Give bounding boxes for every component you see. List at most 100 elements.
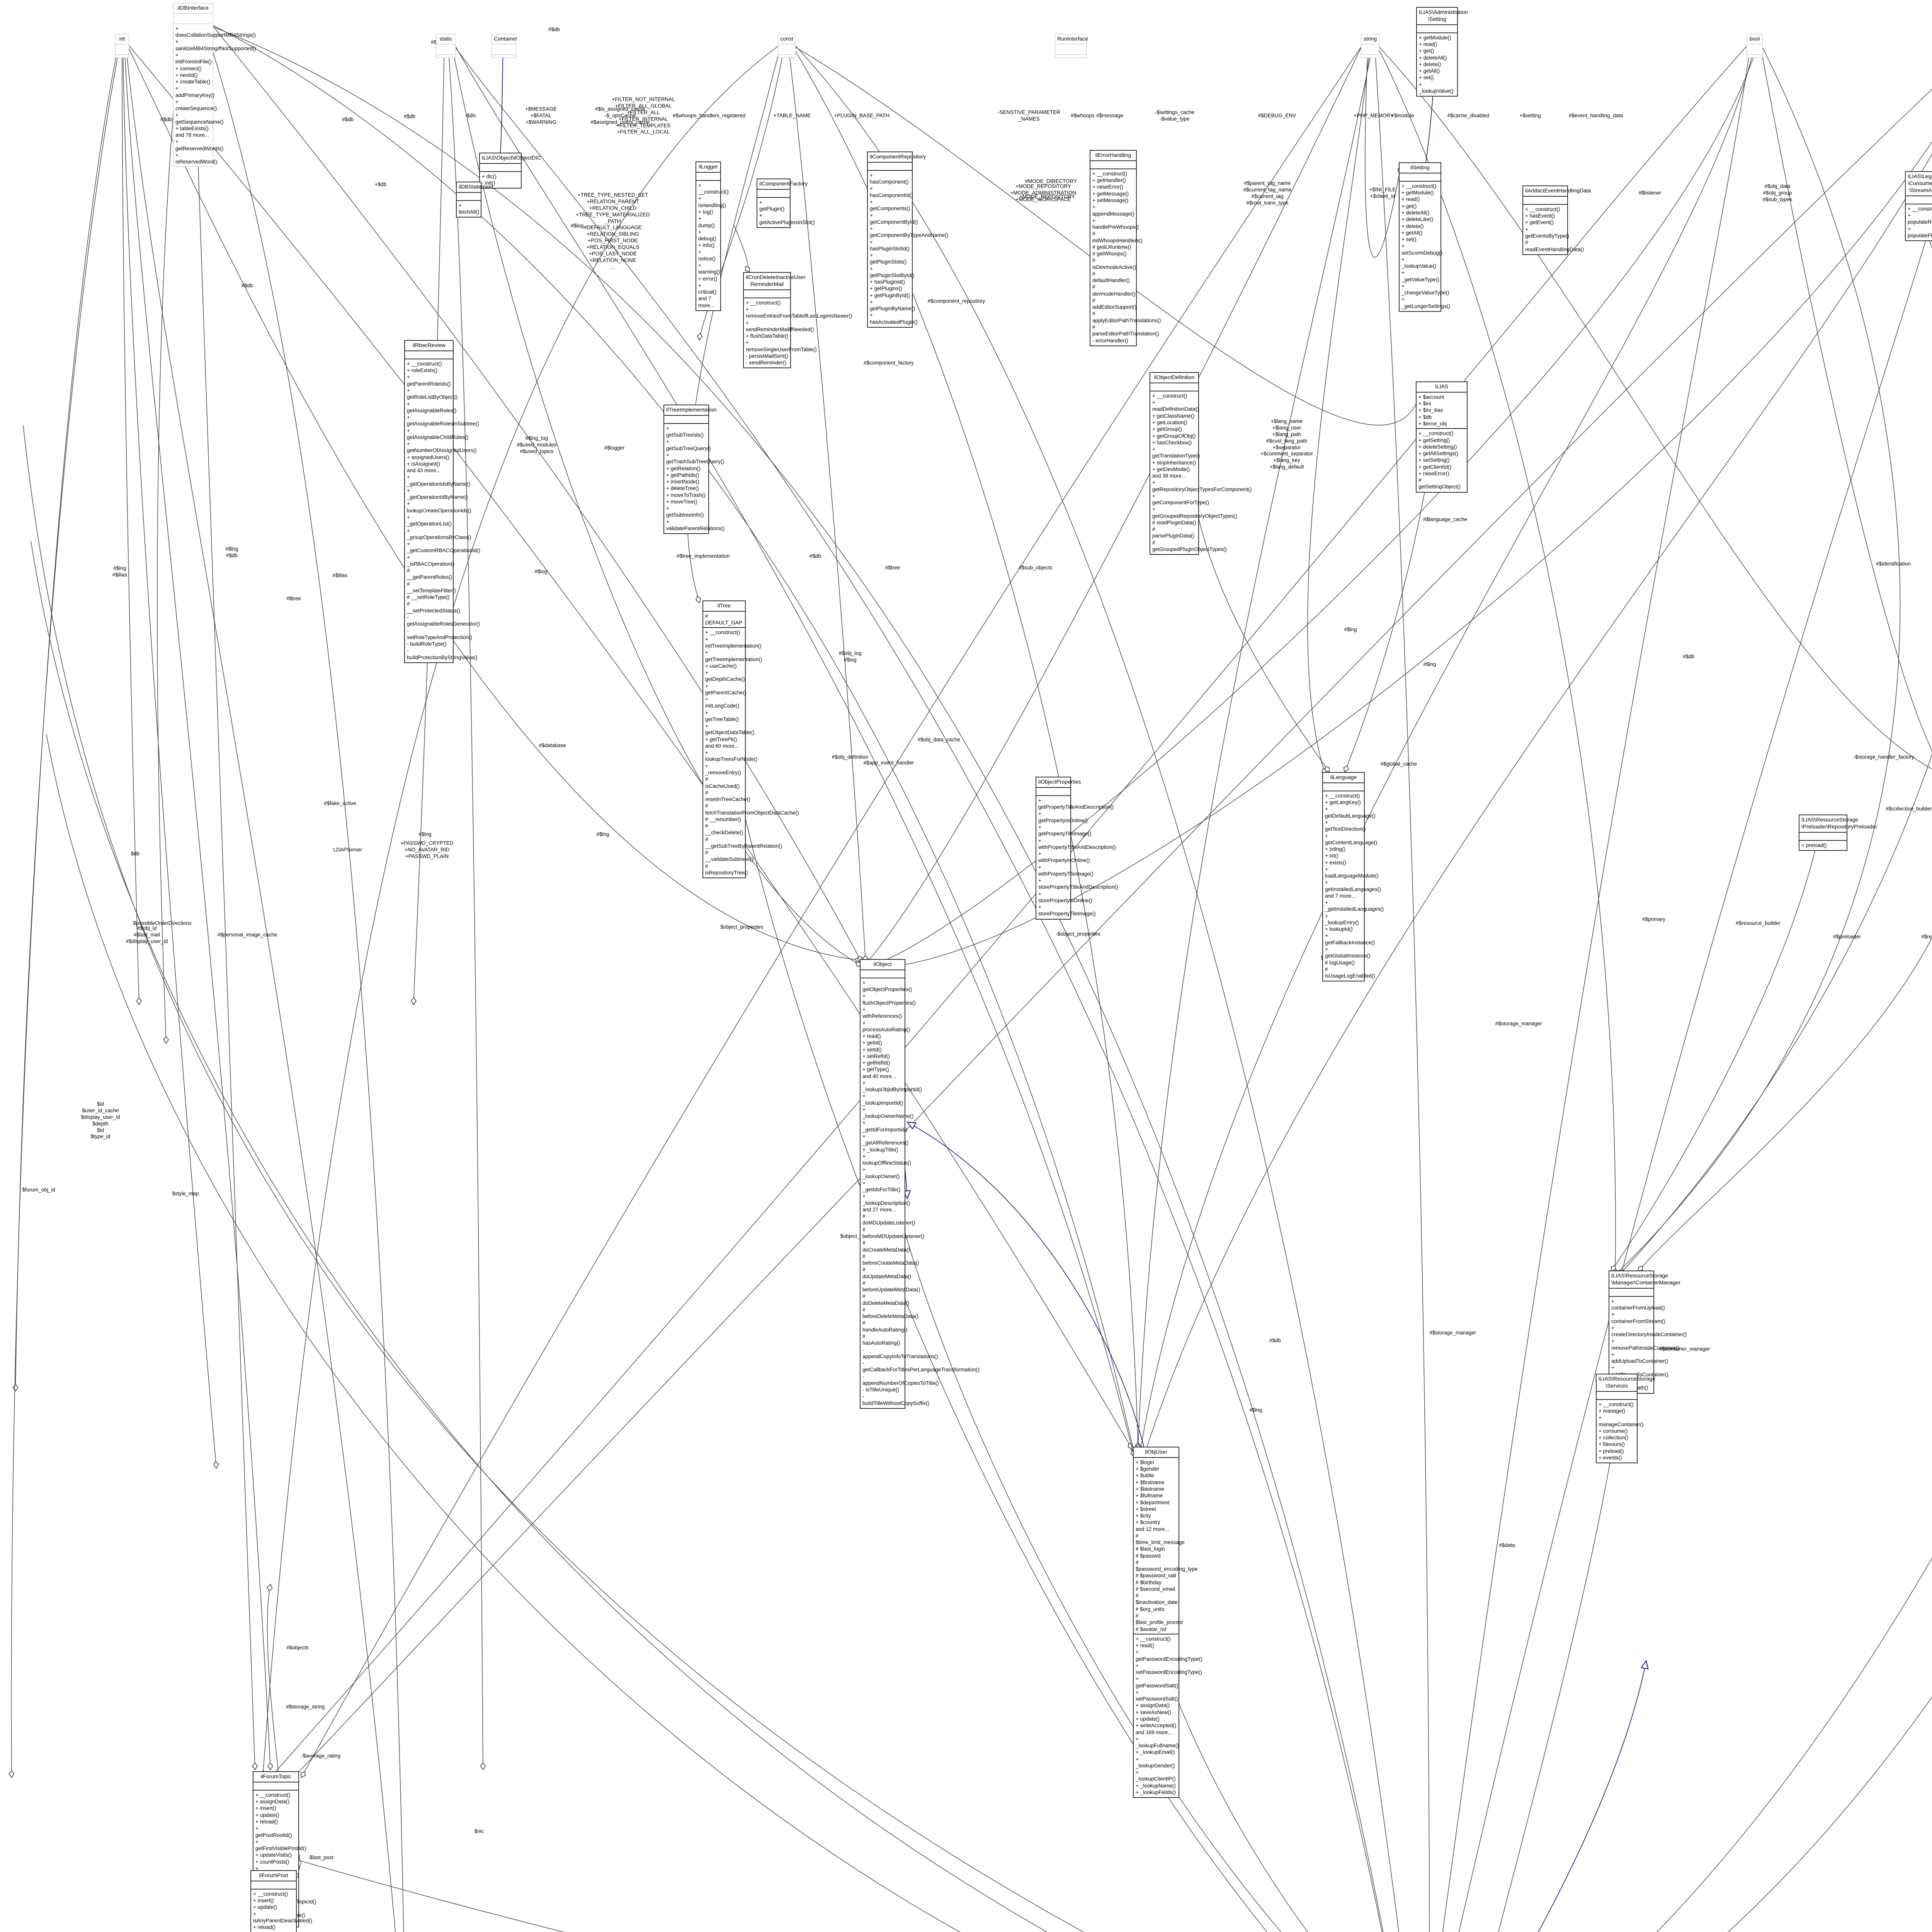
uml-class-node[interactable]: const (778, 34, 796, 58)
uml-operation-row: + deleteTree() (666, 485, 699, 492)
uml-operation-row: + lookupTreesForNode() (705, 750, 758, 762)
uml-class-operations: + getSubTreeIds()+ getSubTreeQuery()+ ge… (664, 424, 725, 533)
uml-class-attributes (1361, 44, 1379, 55)
edge-label: #$obj_log #$log (838, 650, 862, 663)
uml-class-node[interactable]: ilObjectProperties+ getPropertyTitleAndD… (1036, 777, 1118, 920)
uml-class-node[interactable]: static (436, 34, 456, 58)
uml-operation-row: + storePropertyTitleAndDescription() (1038, 878, 1118, 890)
uml-operation-row: + getTreePk() (705, 736, 737, 742)
edge-label: #$lng #$db (225, 546, 238, 558)
uml-attribute-row: + $firstname (1136, 1479, 1165, 1485)
uml-operation-row: # isDevmodeActive() (1092, 257, 1136, 270)
uml-operation-row: + getModule() (1419, 34, 1451, 41)
uml-class-title: ILIAS (1417, 382, 1467, 393)
uml-class-node[interactable]: ilDBStatement+ fetchAll() (456, 182, 493, 218)
uml-class-node[interactable]: RunInterface (1055, 34, 1088, 58)
uml-class-attributes (116, 44, 129, 55)
edge-label: -$dic (465, 112, 476, 119)
uml-class-node[interactable]: ILIAS\ResourceStorage \Services+ __const… (1596, 1374, 1655, 1464)
uml-class-operations: + __construct()+ hasEvent()+ getEvent()+… (1523, 205, 1584, 254)
uml-operation-row: # isUsageLogEnabled() (1325, 966, 1375, 979)
uml-class-node[interactable]: ILIAS+ $account+ $ini+ $ini_ilias+ $db+ … (1416, 381, 1468, 493)
uml-class-title: ilObjectProperties (1036, 777, 1081, 788)
edge-label: $object_properties (720, 924, 764, 930)
uml-class-node[interactable]: string (1361, 34, 1379, 58)
uml-operation-row: + get() (1401, 203, 1417, 209)
uml-operation-row: + isAnyParentDeactivated() (253, 1911, 313, 1923)
uml-class-operations (778, 55, 795, 58)
uml-operation-row: + hasComponentId() (870, 185, 913, 198)
uml-operation-row: + _changeValueType() (1401, 283, 1449, 296)
uml-operation-row: # __getSubTreeByParentRelation() (705, 836, 782, 849)
uml-class-title: ilCronDeleteInactiveUser ReminderMail (744, 273, 806, 290)
uml-operation-row: + getContentLanguage() (1325, 833, 1378, 845)
uml-attribute-row: # $second_email (1136, 1586, 1175, 1592)
uml-class-node[interactable]: ilTreeImplementation+ getSubTreeIds()+ g… (663, 405, 725, 534)
uml-operation-row: + populateFlavour() (1908, 226, 1932, 238)
uml-class-title: ILIAS\LegalDocuments \Consumer\StreamAcc… (1906, 172, 1932, 196)
uml-class-title: ilTree (703, 601, 745, 612)
uml-operation-row: + loadLanguageModule() (1325, 866, 1379, 879)
uml-class-node[interactable]: ilCronDeleteInactiveUser ReminderMail+ _… (743, 272, 852, 369)
uml-operation-row: + debug() (698, 229, 716, 242)
uml-class-node[interactable]: ilObjectDefinition+ __construct()+ readD… (1150, 372, 1252, 555)
uml-operation-row: + withPropertyTitleAndDescription() (1038, 837, 1116, 850)
uml-class-node[interactable]: ilArtifactEventHandlingData+ __construct… (1522, 185, 1591, 255)
uml-class-operations (1055, 55, 1086, 58)
uml-operation-row: + withPropertyTileImage() (1038, 864, 1094, 877)
uml-class-node[interactable]: ilObjUser+ $login+ $gender+ $utitle+ $fi… (1133, 1447, 1202, 1798)
edge-label: #$obj_id #$last_mail #$display_user_id (126, 925, 168, 944)
uml-class-node[interactable]: ilObject+ getObjectProperties()+ flushOb… (860, 959, 980, 1409)
uml-class-attributes (1747, 44, 1762, 55)
edge-label: #$storage_manager (1429, 1330, 1476, 1336)
uml-class-node[interactable]: ilErrorHandling+ __construct()+ getHandl… (1090, 150, 1161, 346)
uml-operation-row: + lookupCreateOperationIds() (407, 501, 471, 514)
edge-label: +MODE_REPOSITORY (1019, 194, 1075, 200)
uml-operation-row: + _getCustomRBACOperationId() (407, 541, 480, 554)
uml-class-node[interactable]: ilComponentFactory+ getPlugin()+ getActi… (757, 179, 815, 228)
uml-class-title: bool (1747, 34, 1762, 44)
uml-class-operations: + __construct()+ insert()+ update()+ isA… (251, 1889, 313, 1932)
edge-label: #$logger (604, 445, 625, 451)
uml-operation-row: # __setTemplateFilter() (407, 581, 456, 594)
uml-operation-row: + manageContainer() (1599, 1415, 1644, 1427)
uml-class-node[interactable]: ILIAS\ResourceStorage \Preloader\Reposit… (1799, 815, 1877, 851)
uml-class-node[interactable]: bool (1747, 34, 1763, 58)
uml-operation-row: # resetInTreeCache() (705, 789, 750, 803)
uml-class-node[interactable]: ilComponentRepository+ hasComponent()+ h… (867, 151, 948, 328)
uml-operation-row: + activatePost() (253, 1931, 294, 1932)
uml-class-node[interactable]: ilLogger+ __construct()+ isHandling()+ l… (696, 162, 729, 311)
uml-operation-row: # __validateSubtrees() (705, 850, 753, 862)
uml-class-node[interactable]: ilForumPost+ __construct()+ insert()+ up… (250, 1870, 313, 1932)
uml-class-node[interactable]: ilTree# DEFAULT_GAP+ __construct()+ init… (702, 600, 799, 879)
edge-label: +$lang_name +$lang_user +$lang_path #$cu… (1260, 418, 1313, 470)
uml-class-node[interactable]: ilRbacReview+ __construct()+ roleExists(… (404, 340, 480, 663)
uml-class-node[interactable]: int (115, 34, 129, 58)
uml-class-title: ilErrorHandling (1090, 151, 1136, 161)
uml-operation-row: + __construct() (1525, 206, 1560, 212)
uml-class-node[interactable]: ILIAS\Administration \Setting+ getModule… (1416, 7, 1468, 97)
uml-class-node[interactable]: ilLanguage+ __construct()+ getLangKey()+… (1322, 772, 1384, 982)
uml-operation-row: + _groupOperationsByClass() (407, 527, 471, 540)
uml-class-node[interactable]: Container (492, 34, 517, 58)
uml-class-node[interactable]: ILIAS\LegalDocuments \Consumer\StreamAcc… (1905, 171, 1932, 242)
uml-operation-row: + _isRBACOperation() (407, 554, 455, 567)
uml-operation-row: and 43 more... (407, 468, 441, 474)
uml-operation-row: + insertNode() (666, 479, 699, 485)
uml-operation-row: + __construct() (1136, 1636, 1171, 1642)
uml-operation-row: + getPlugins() (870, 286, 902, 292)
uml-attribute-row: # $last_login (1136, 1546, 1165, 1552)
uml-class-operations (492, 55, 516, 58)
uml-class-node[interactable]: ilDBInterface+ doesCollationSupportMB4St… (173, 3, 256, 167)
uml-class-title: ilObjUser (1134, 1447, 1179, 1458)
uml-operation-row: + getTreeImplementation() (705, 650, 762, 662)
uml-class-operations: + __construct()+ getSetting()+ deleteSet… (1417, 429, 1467, 492)
uml-operation-row: + createDirectoryInsideContainer() (1611, 1325, 1687, 1338)
uml-class-operations: + getModule()+ read()+ get()+ deleteAll(… (1417, 33, 1457, 96)
uml-operation-row: + containerFromStream() (1611, 1311, 1665, 1324)
uml-operation-row: + getRepositoryObjectTypesForComponent() (1152, 480, 1252, 492)
uml-class-node[interactable]: ilSetting+ __construct()+ getModule()+ r… (1399, 162, 1450, 312)
uml-class-attributes (868, 163, 912, 171)
